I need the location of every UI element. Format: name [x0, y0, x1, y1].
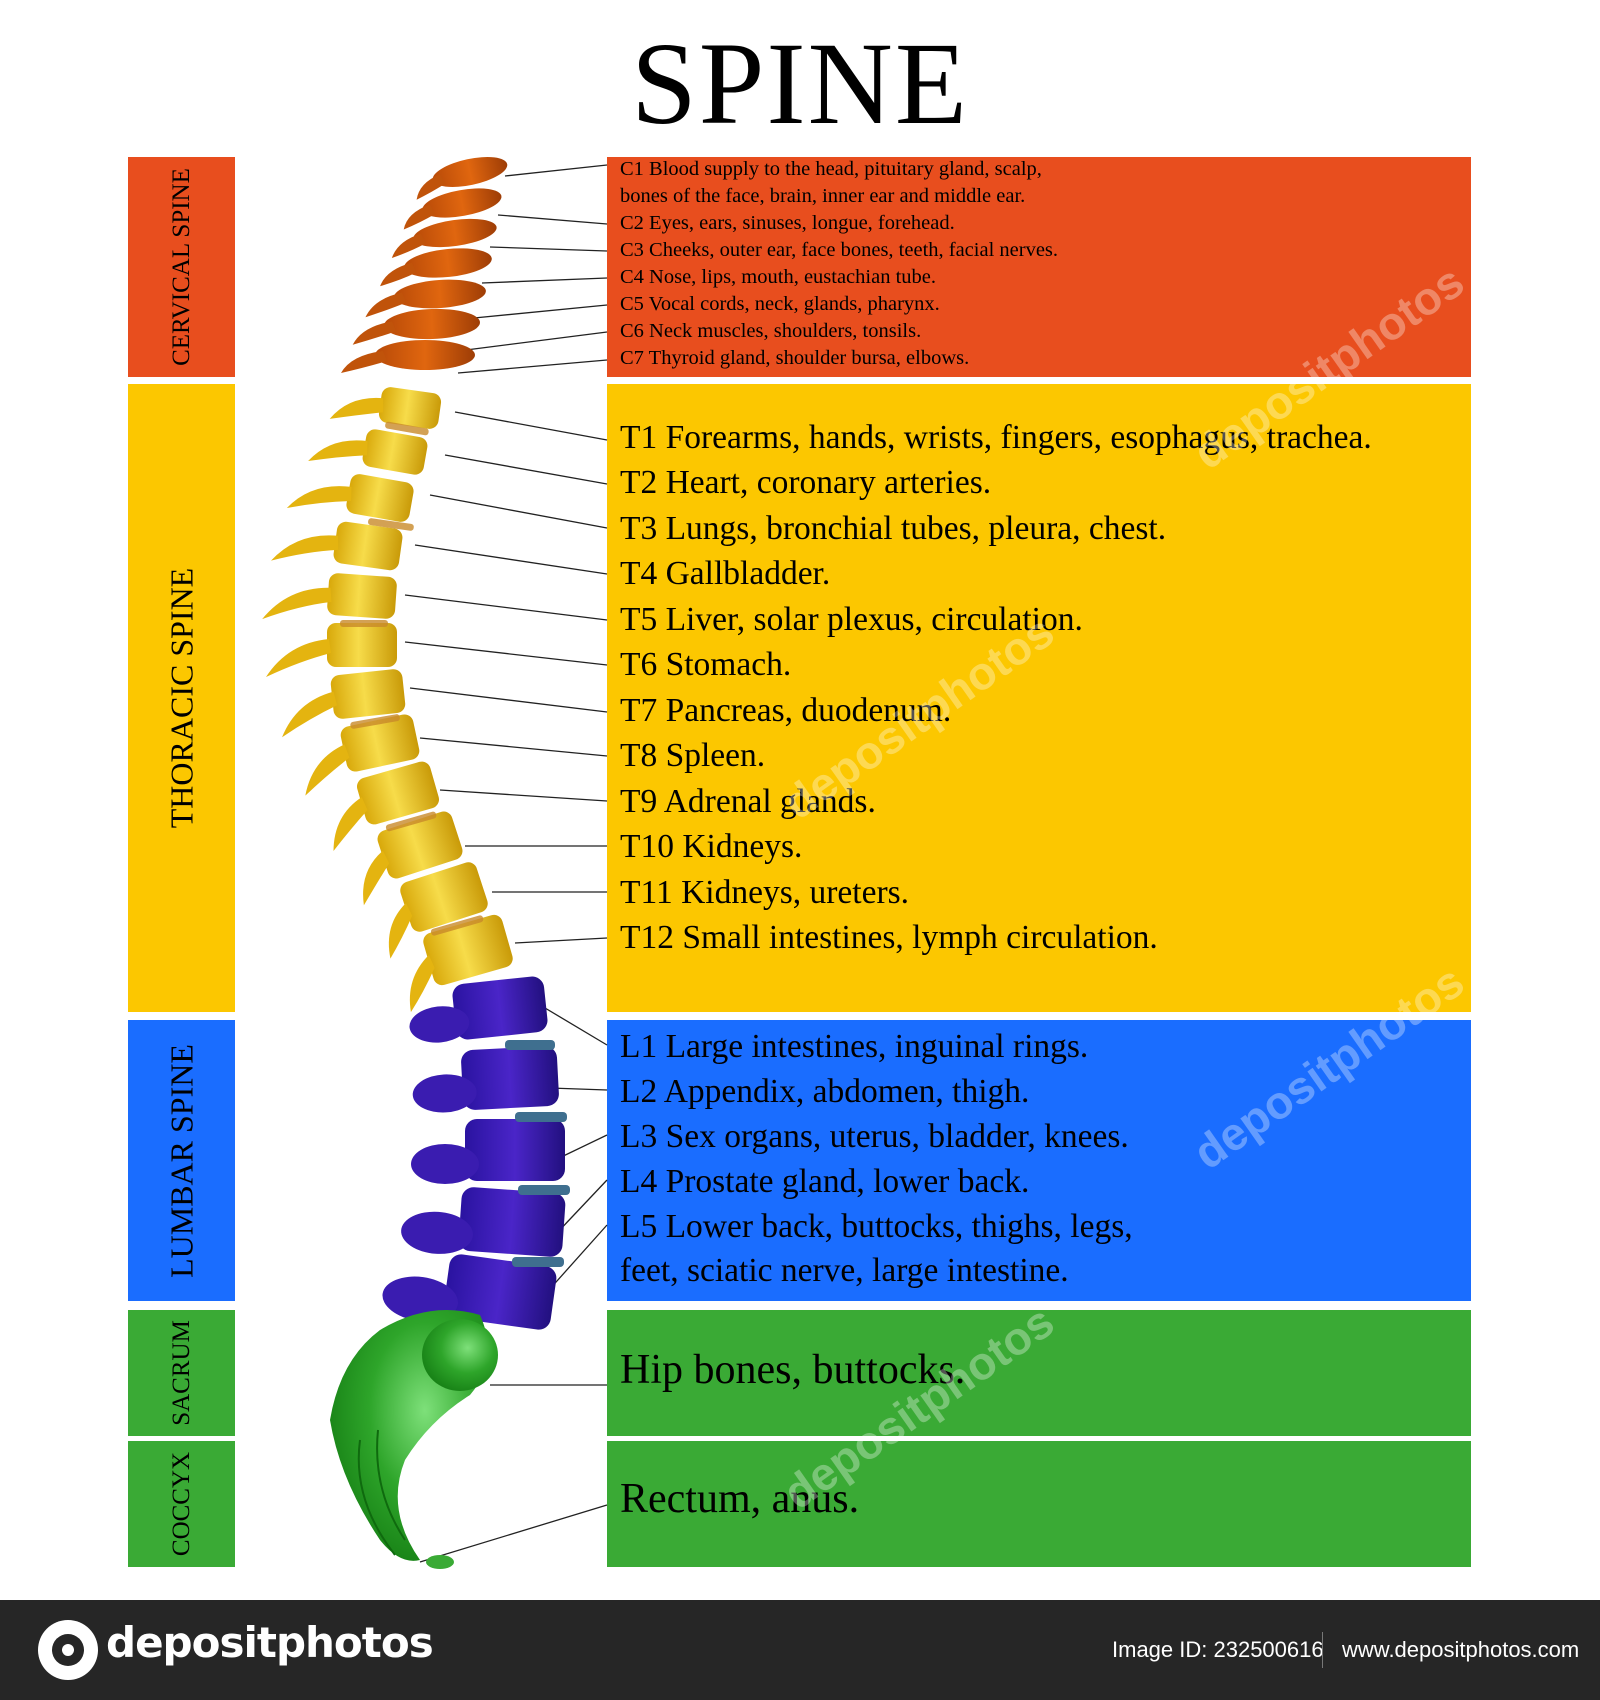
cervical-item: bones of the face, brain, inner ear and … — [620, 185, 1026, 207]
leader-line — [473, 304, 608, 319]
leader-line — [497, 214, 608, 225]
logo-dot — [62, 1644, 74, 1656]
thoracic-item: T7 Pancreas, duodenum. — [620, 692, 952, 729]
thoracic-item: T11 Kidneys, ureters. — [620, 874, 910, 911]
brand-name[interactable]: depositphotos — [106, 1618, 434, 1667]
lumbar-panel: L1 Large intestines, inguinal rings. L2 … — [607, 1020, 1471, 1301]
sacrum-panel: Hip bones, buttocks. — [607, 1310, 1471, 1436]
lumbar-item: L1 Large intestines, inguinal rings. — [620, 1028, 1089, 1065]
leader-line — [504, 164, 608, 177]
lumbar-item: L5 Lower back, buttocks, thighs, legs, — [620, 1208, 1133, 1245]
lumbar-item: feet, sciatic nerve, large intestine. — [620, 1252, 1069, 1289]
cervical-item: C3 Cheeks, outer ear, face bones, teeth,… — [620, 239, 1059, 261]
page-title: SPINE — [631, 18, 969, 149]
thoracic-item: T4 Gallbladder. — [620, 555, 831, 592]
cervical-item: C1 Blood supply to the head, pituitary g… — [620, 158, 1042, 180]
leader-line — [404, 594, 608, 621]
footer-bar: depositphotos Image ID: 232500616 www.de… — [0, 1600, 1600, 1700]
thoracic-item: T6 Stomach. — [620, 646, 792, 683]
coccyx-item: Rectum, anus. — [620, 1476, 860, 1522]
thoracic-vertebrae — [262, 387, 513, 1013]
lumbar-item: L4 Prostate gland, lower back. — [620, 1163, 1030, 1200]
leader-line — [444, 454, 608, 485]
leader-line — [457, 359, 608, 374]
sacrum-coccyx — [330, 1310, 498, 1569]
sacrum-item: Hip bones, buttocks. — [620, 1347, 966, 1393]
thoracic-item: T2 Heart, coronary arteries. — [620, 464, 992, 501]
leader-line — [465, 331, 608, 351]
coccyx-side-label-box: COCCYX — [128, 1441, 235, 1567]
cervical-side-label-box: CERVICAL SPINE — [128, 157, 235, 377]
cervical-vertebrae — [341, 157, 508, 373]
lumbar-side-label-box: LUMBAR SPINE — [128, 1020, 235, 1301]
cervical-item: C5 Vocal cords, neck, glands, pharynx. — [620, 293, 940, 315]
thoracic-side-label-box: THORACIC SPINE — [128, 384, 235, 1012]
cervical-item: C2 Eyes, ears, sinuses, longue, forehead… — [620, 212, 955, 234]
image-id: Image ID: 232500616 — [1112, 1637, 1324, 1662]
lumbar-item: L2 Appendix, abdomen, thigh. — [620, 1073, 1030, 1110]
leader-line — [489, 246, 608, 252]
leader-line — [414, 544, 608, 575]
thoracic-panel: T1 Forearms, hands, wrists, fingers, eso… — [607, 384, 1471, 1012]
cervical-item: C6 Neck muscles, shoulders, tonsils. — [620, 320, 922, 342]
thoracic-item: T1 Forearms, hands, wrists, fingers, eso… — [620, 419, 1372, 456]
leader-line — [409, 687, 608, 713]
thoracic-item: T5 Liver, solar plexus, circulation. — [620, 601, 1083, 638]
sacrum-side-label-box: SACRUM — [128, 1310, 235, 1436]
lumbar-vertebrae — [382, 976, 570, 1330]
leader-lines — [404, 164, 608, 1563]
cervical-item: C4 Nose, lips, mouth, eustachian tube. — [620, 266, 936, 288]
site-link[interactable]: www.depositphotos.com — [1342, 1637, 1580, 1662]
thoracic-item: T12 Small intestines, lymph circulation. — [620, 919, 1158, 956]
thoracic-item: T10 Kidneys. — [620, 828, 803, 865]
leader-line — [429, 494, 608, 529]
leader-line — [404, 641, 608, 666]
leader-line — [419, 737, 608, 757]
cervical-panel: C1 Blood supply to the head, pituitary g… — [607, 157, 1471, 377]
lumbar-item: L3 Sex organs, uterus, bladder, knees. — [620, 1118, 1129, 1155]
coccyx-panel: Rectum, anus. — [607, 1441, 1471, 1567]
leader-line — [419, 1504, 608, 1563]
thoracic-item: T9 Adrenal glands. — [620, 783, 876, 820]
leader-line — [481, 277, 608, 284]
thoracic-item: T8 Spleen. — [620, 737, 766, 774]
leader-line — [454, 411, 608, 441]
leader-line — [439, 789, 608, 802]
cervical-item: C7 Thyroid gland, shoulder bursa, elbows… — [620, 347, 970, 369]
footer-divider — [1322, 1632, 1323, 1668]
leader-line — [514, 937, 608, 944]
thoracic-item: T3 Lungs, bronchial tubes, pleura, chest… — [620, 510, 1167, 547]
leader-line — [539, 1004, 608, 1046]
leader-line — [549, 1087, 608, 1091]
